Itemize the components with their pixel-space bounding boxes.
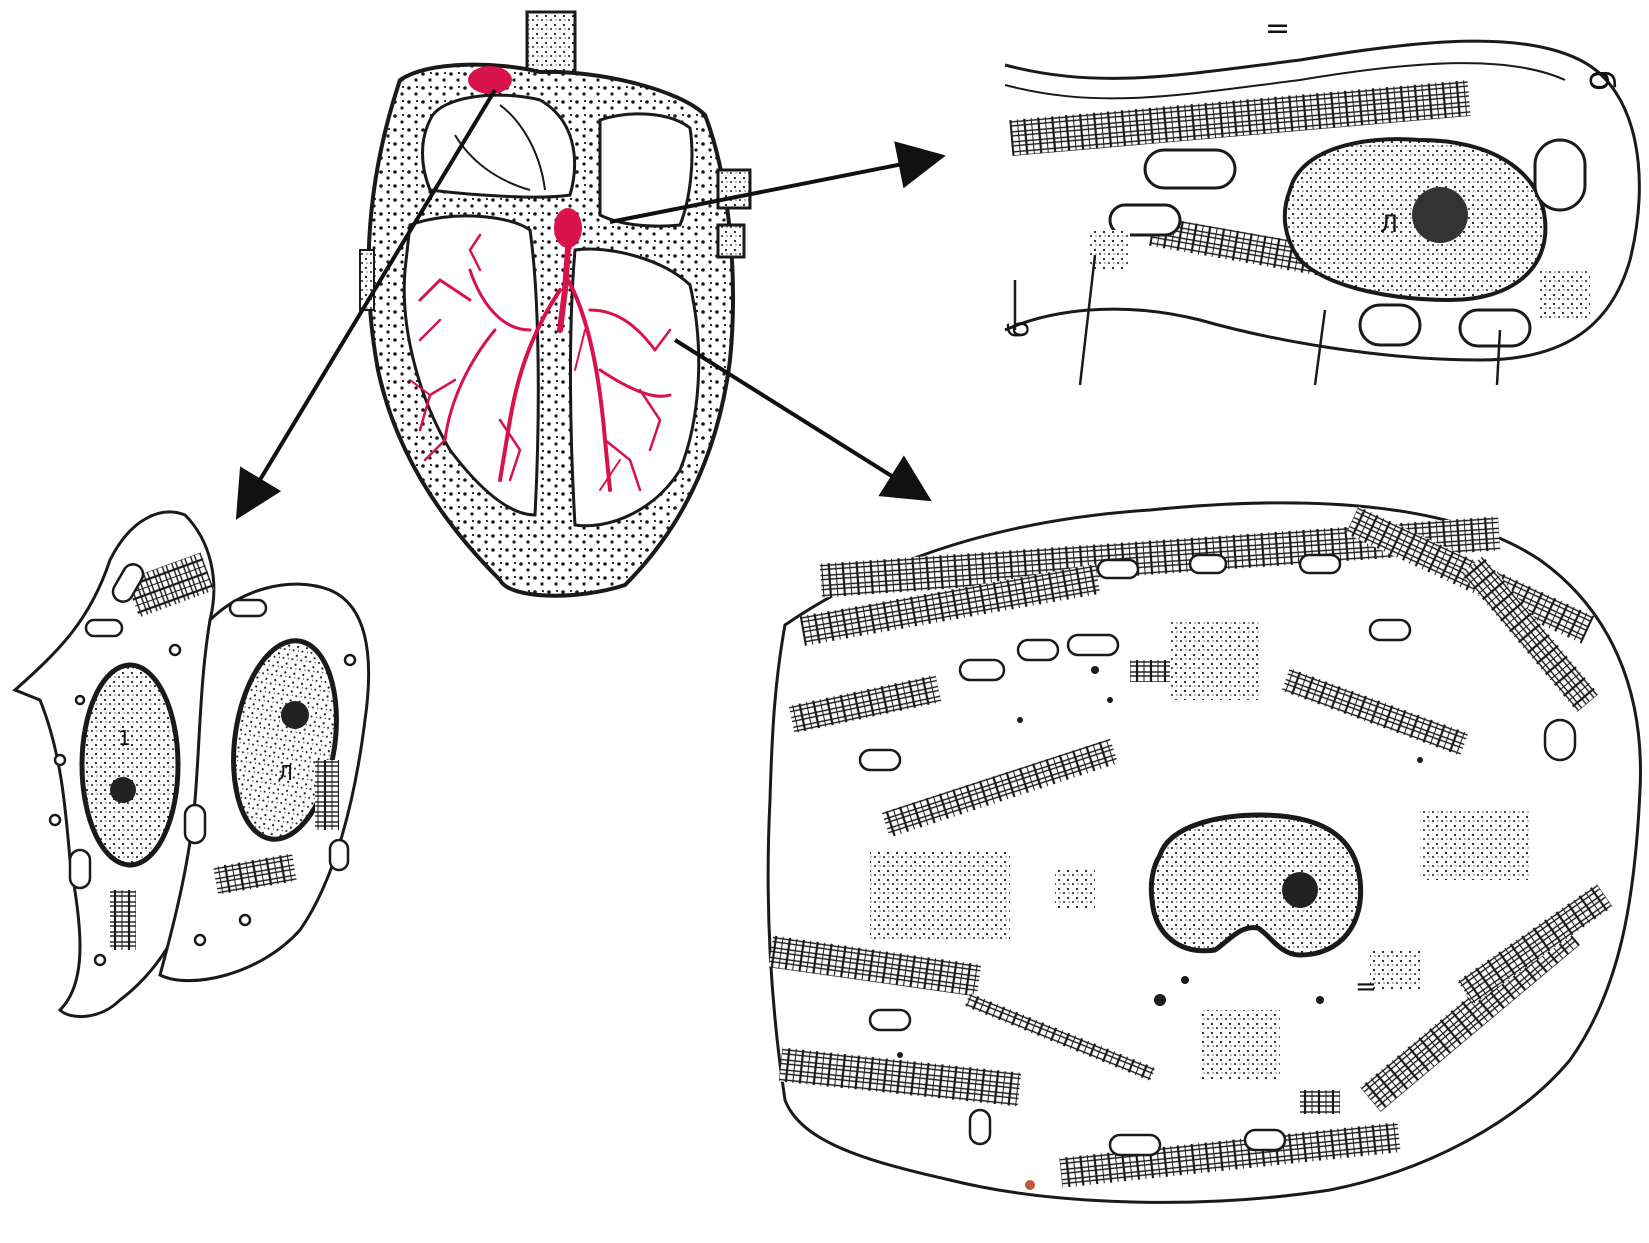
top-mark: = [1265, 11, 1290, 46]
mitochondrion [960, 660, 1004, 680]
mitochondrion [970, 1110, 990, 1144]
working-cardiomyocyte-panel: = [768, 503, 1640, 1202]
cell-mark-2: Л [278, 761, 293, 785]
sinoatrial-node [468, 66, 512, 94]
nodal-nucleolus-left [110, 777, 136, 803]
mitochondrion [1535, 140, 1585, 210]
heart-section [360, 12, 750, 596]
nodal-nucleolus-right [281, 701, 309, 729]
mitochondrion [1245, 1130, 1285, 1150]
nodal-cells-panel: 1 Л [15, 512, 369, 1017]
mitochondrion [1068, 635, 1118, 655]
nucleolus [1412, 187, 1468, 243]
mitochondrion [1545, 720, 1575, 760]
mitochondrion [860, 750, 900, 770]
nodal-nucleus-left [82, 665, 178, 865]
mitochondrion [1370, 620, 1410, 640]
pulmonary-vessel [718, 170, 750, 208]
mitochondrion [1190, 555, 1226, 573]
atrioventricular-node [554, 208, 582, 248]
mitochondrion [1018, 640, 1058, 660]
mitochondrion [1098, 560, 1138, 578]
right-mark: б [1581, 70, 1621, 91]
aorta [527, 12, 575, 74]
stain-mark [1025, 1180, 1035, 1190]
pulmonary-vessel-lower [718, 225, 744, 257]
mitochondrion [1360, 305, 1420, 345]
mitochondrion [1300, 555, 1340, 573]
myofibril [1300, 1090, 1340, 1114]
mitochondrion [1460, 310, 1530, 346]
cell-mark: 1 [118, 726, 131, 750]
lower-mark: = [1355, 972, 1377, 1002]
mitochondrion [1145, 150, 1235, 188]
cardiomyocyte-nucleolus [1282, 872, 1318, 908]
mitochondrion [870, 1010, 910, 1030]
right-atrium [423, 95, 575, 197]
conducting-cell-panel: Л = б б [1002, 11, 1639, 385]
left-mark: б [1002, 321, 1035, 338]
nucleus-mark: Л [1380, 210, 1398, 238]
mitochondrion [1110, 1135, 1160, 1155]
